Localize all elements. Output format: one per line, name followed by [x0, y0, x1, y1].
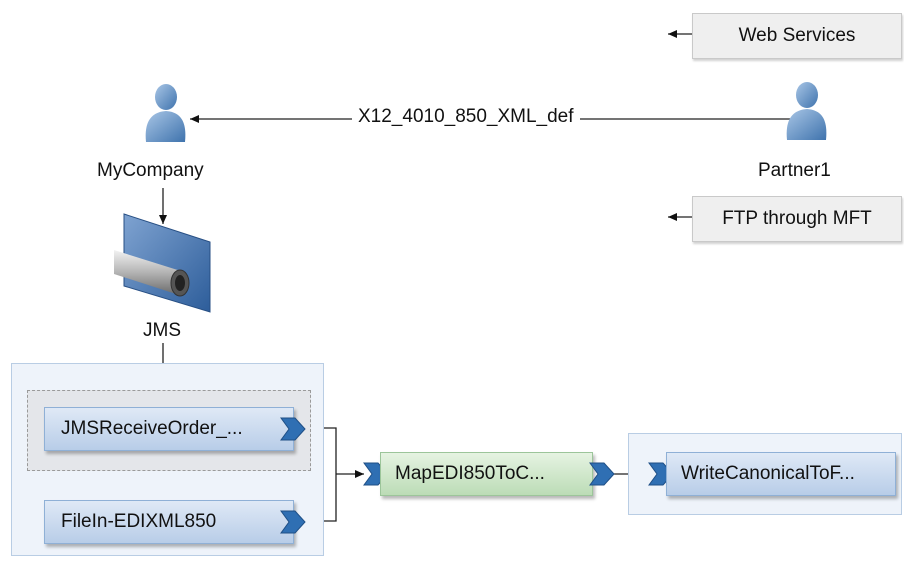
jms-label: JMS — [143, 320, 181, 341]
map-edi850-label: MapEDI850ToC... — [395, 463, 545, 484]
map-edi850-component[interactable]: MapEDI850ToC... — [380, 452, 593, 496]
web-services-box[interactable]: Web Services — [692, 13, 902, 59]
jms-receive-order-label: JMSReceiveOrder_... — [61, 418, 243, 439]
map-output-chevron-icon — [589, 462, 615, 486]
message-label: X12_4010_850_XML_def — [352, 106, 580, 128]
file-in-label: FileIn-EDIXML850 — [61, 511, 217, 532]
write-canonical-component[interactable]: WriteCanonicalToF... — [666, 452, 896, 496]
service-chevron-icon — [280, 510, 306, 534]
jms-receive-order-component[interactable]: JMSReceiveOrder_... — [44, 407, 294, 451]
web-services-label: Web Services — [738, 25, 856, 46]
service-chevron-icon — [280, 417, 306, 441]
jms-pipe-icon — [114, 213, 211, 313]
partner1-label: Partner1 — [758, 160, 831, 181]
person-icon — [145, 84, 186, 142]
ftp-label: FTP through MFT — [722, 208, 872, 229]
ftp-box[interactable]: FTP through MFT — [692, 196, 902, 242]
file-in-component[interactable]: FileIn-EDIXML850 — [44, 500, 294, 544]
write-canonical-label: WriteCanonicalToF... — [681, 463, 855, 484]
mycompany-label: MyCompany — [97, 160, 204, 181]
person-icon — [786, 82, 827, 140]
